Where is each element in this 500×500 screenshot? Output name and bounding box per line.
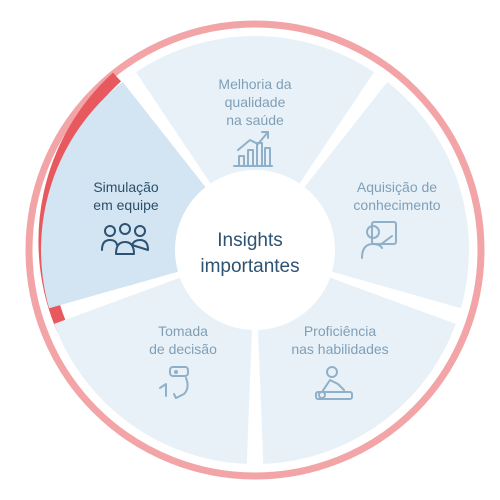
presenter-board-icon: [361, 221, 397, 259]
segment-skill-proficiency: [258, 277, 456, 464]
segment-group: [41, 35, 469, 464]
segment-label-team-simulation: Simulação em equipe: [93, 179, 159, 213]
team-group-icon: [101, 223, 149, 255]
segment-team-simulation: [41, 81, 206, 309]
bar-chart-growth-icon: [233, 131, 273, 167]
segment-label-knowledge-acquisition: Aquisição de conhecimento: [353, 179, 441, 213]
center-title: Insights importantes: [200, 230, 300, 277]
segment-label-health-quality: Melhoria da qualidade na saúde: [218, 76, 292, 128]
segment-decision-making: [54, 277, 252, 464]
outer-ring: [25, 20, 485, 480]
vr-headset-user-icon: [159, 366, 189, 399]
segment-label-decision-making: Tomada de decisão: [149, 323, 217, 357]
segment-label-skill-proficiency: Proficiência nas habilidades: [291, 323, 389, 357]
segment-knowledge-acquisition: [304, 81, 469, 309]
center-circle: [182, 177, 328, 323]
patient-exam-icon: [315, 366, 353, 400]
segment-health-quality: [135, 35, 375, 184]
